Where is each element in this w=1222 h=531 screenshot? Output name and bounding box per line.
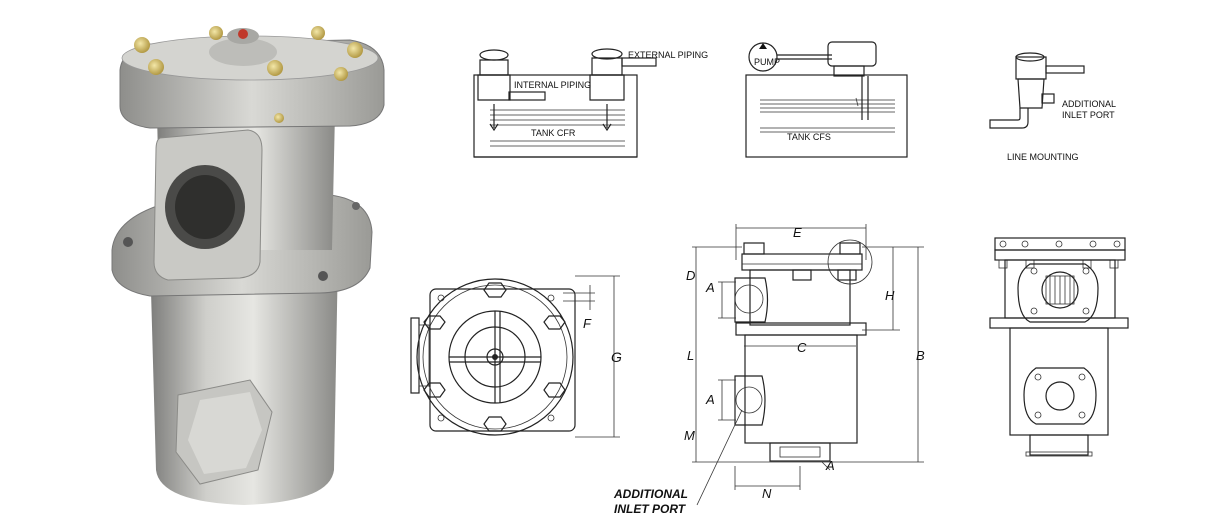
external-piping-label: EXTERNAL PIPING [628, 50, 708, 60]
dim-A-upper: A [705, 280, 715, 295]
line-mounting-caption: LINE MOUNTING [1007, 152, 1079, 162]
dim-M: M [684, 428, 695, 443]
additional-inlet-port-label-1: ADDITIONAL [1062, 99, 1116, 109]
callout-additional: ADDITIONAL [613, 487, 688, 501]
internal-piping-label: INTERNAL PIPING [514, 80, 591, 90]
front-view-drawing [989, 237, 1129, 457]
callout-inlet-port: INLET PORT [614, 502, 687, 516]
dim-H: H [885, 288, 895, 303]
dim-G: G [611, 349, 622, 365]
dim-B: B [916, 348, 925, 363]
dim-F: F [583, 316, 592, 331]
tank-cfs-outline [745, 74, 908, 158]
tank-cfr-label: TANK CFR [531, 128, 576, 138]
dim-L: L [687, 348, 694, 363]
installation-line: ADDITIONAL INLET PORT LINE MOUNTING [989, 52, 1116, 162]
product-photo [111, 26, 385, 505]
dim-A-lower: A [705, 392, 715, 407]
dim-C: C [797, 340, 807, 355]
dim-N: N [762, 486, 772, 501]
dim-A-bottom: A [825, 458, 835, 473]
installation-cfs: PUMP TANK CFS [745, 41, 908, 158]
dim-D: D [686, 268, 695, 283]
pump-label: PUMP [754, 57, 780, 67]
installation-cfr: EXTERNAL PIPING INTERNAL PIPING TANK CFR [473, 48, 708, 158]
additional-inlet-port-label-2: INLET PORT [1062, 110, 1115, 120]
side-view-drawing: E D A H C L B A M A N ADDITIONAL INLET P… [613, 224, 925, 516]
tank-cfs-label: TANK CFS [787, 132, 831, 142]
top-view-drawing: F G [410, 275, 622, 438]
dim-E: E [793, 225, 802, 240]
